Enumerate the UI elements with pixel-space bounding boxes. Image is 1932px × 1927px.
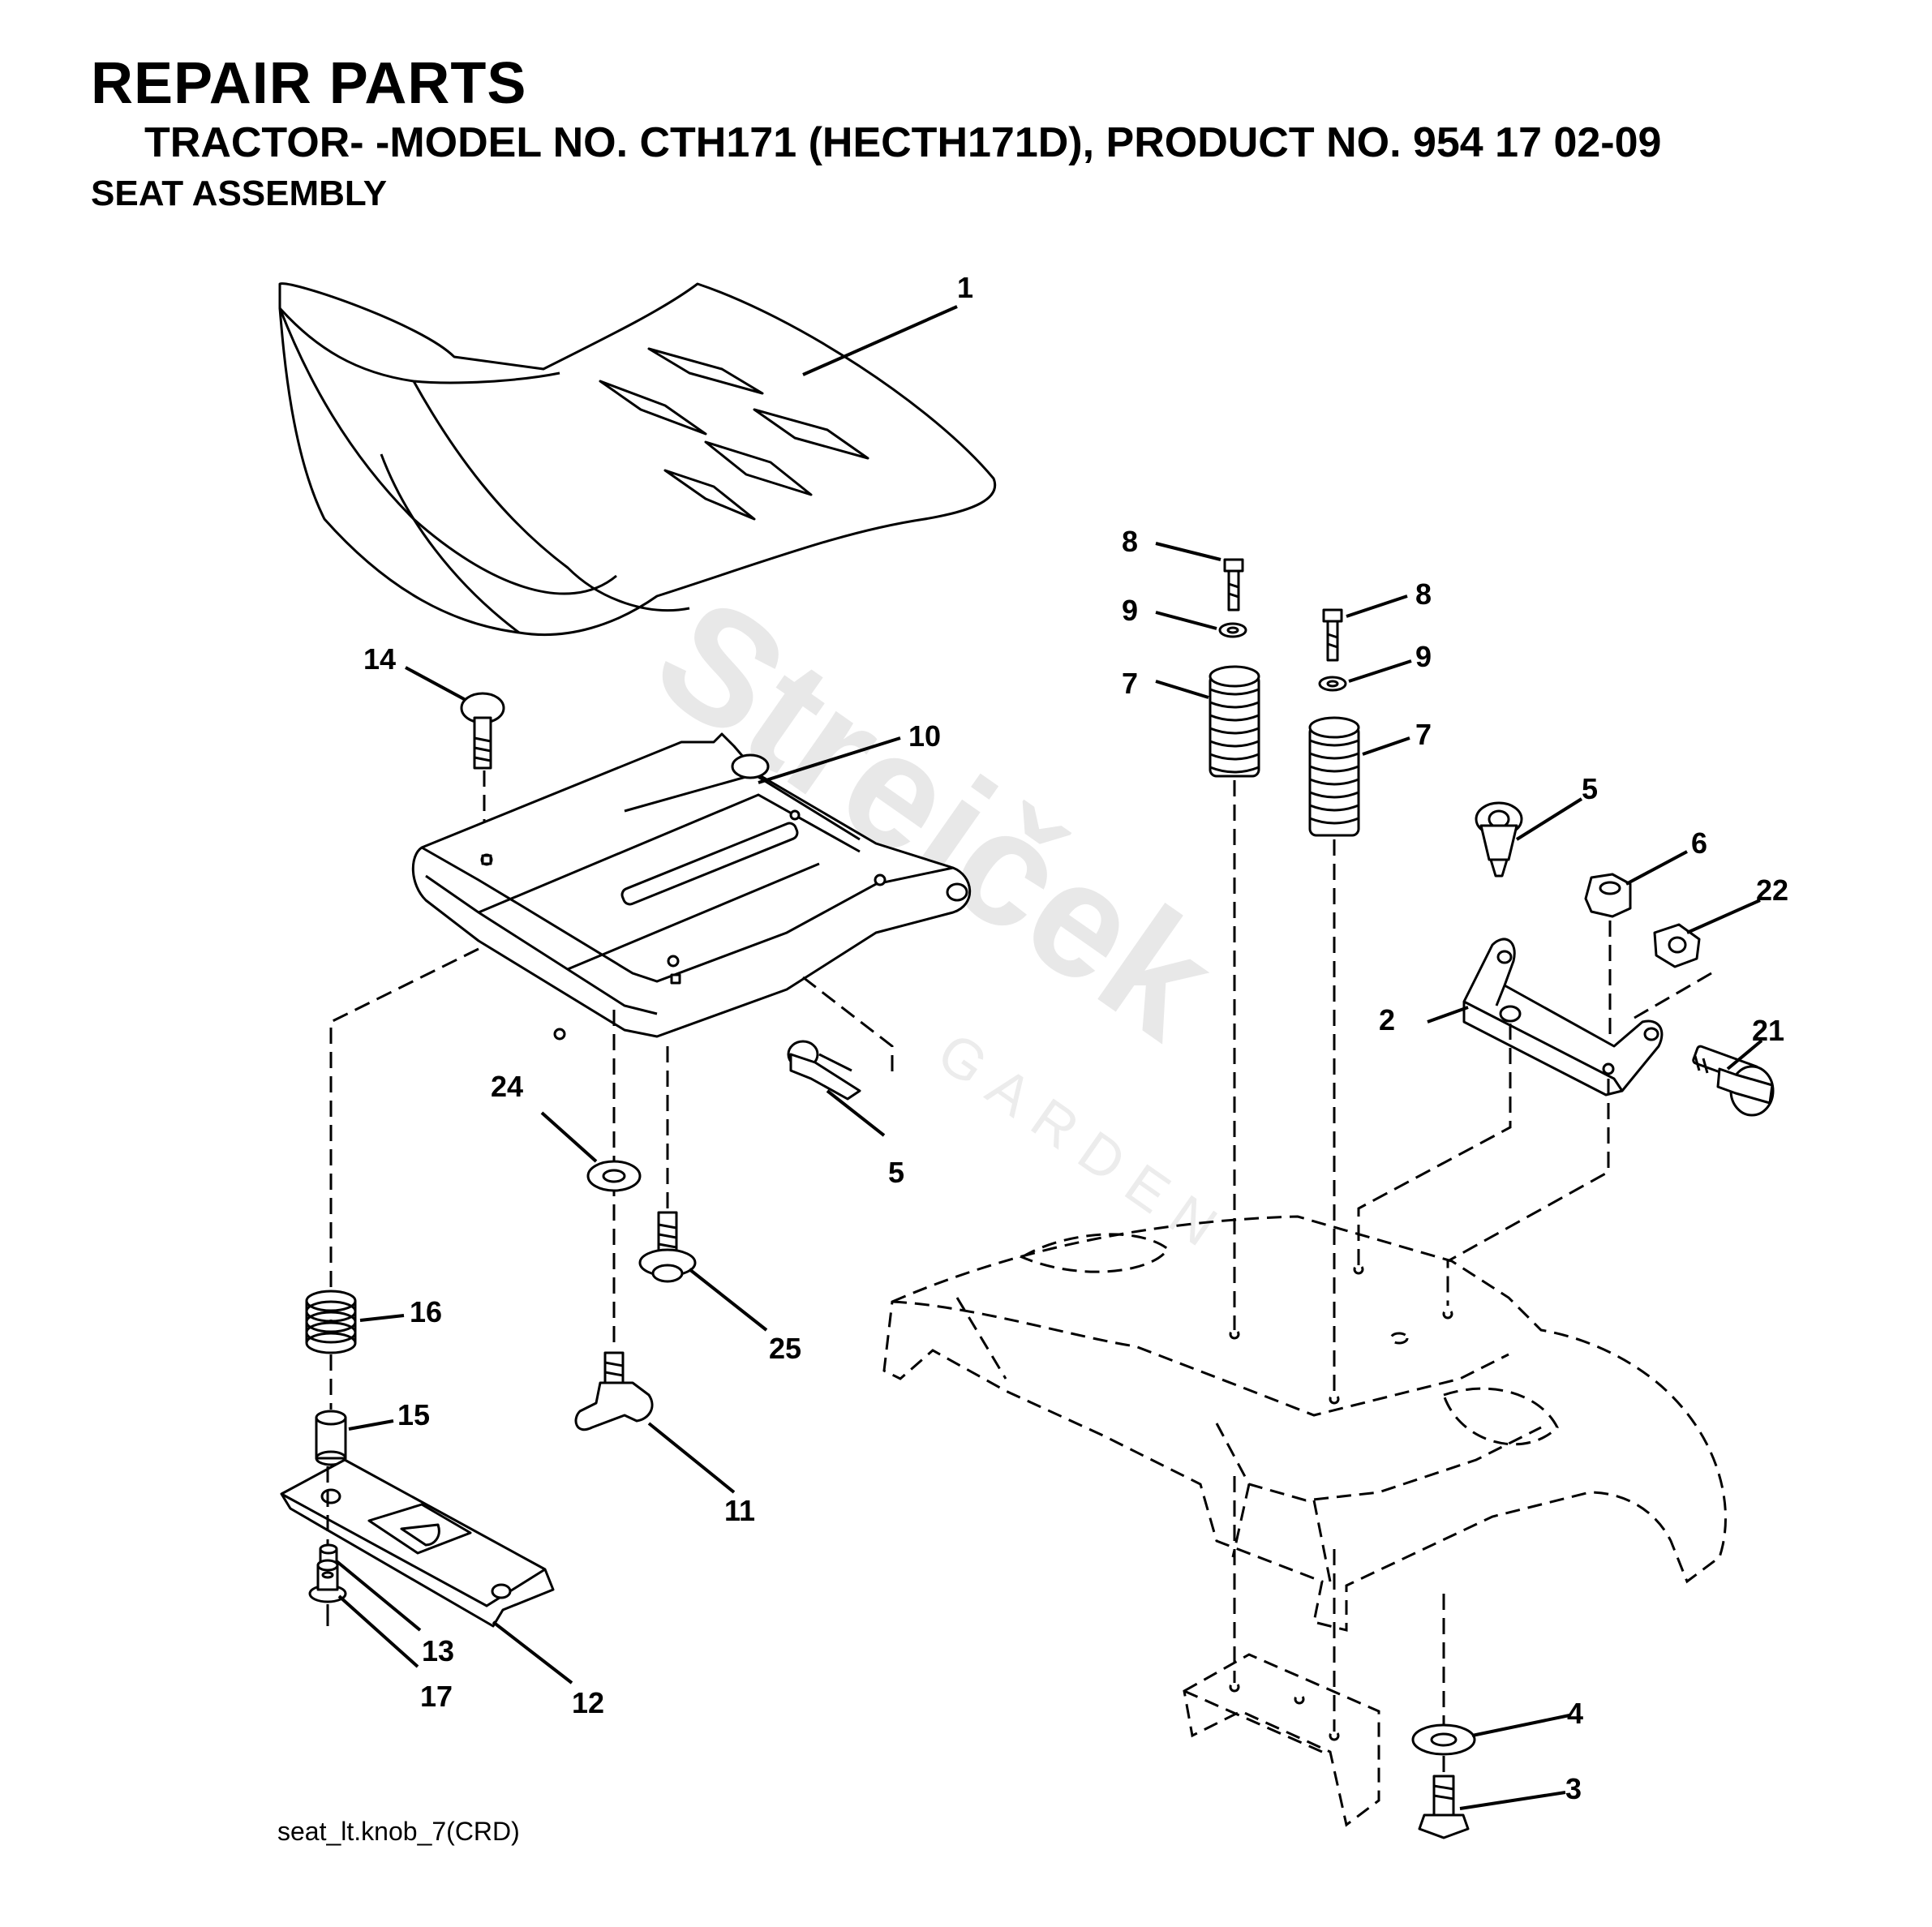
part-washer-24 (586, 1160, 642, 1192)
leader-14 (405, 666, 466, 702)
part-seat-pan (411, 732, 972, 1041)
part-bolt-8-left (1223, 558, 1244, 612)
callout-5a: 5 (888, 1156, 904, 1189)
callout-8b: 8 (1415, 577, 1432, 611)
callout-24: 24 (491, 1070, 523, 1103)
callout-4: 4 (1567, 1697, 1583, 1730)
leader-3 (1459, 1791, 1566, 1810)
part-clip-right (1475, 801, 1523, 878)
leader-11 (647, 1422, 736, 1494)
callout-14: 14 (363, 642, 396, 676)
callout-12: 12 (572, 1686, 604, 1719)
part-seat (278, 282, 997, 636)
drawing-reference: seat_lt.knob_7(CRD) (277, 1817, 520, 1846)
callout-22: 22 (1756, 873, 1788, 907)
part-carriage-bolt (460, 692, 505, 770)
callout-11: 11 (724, 1494, 755, 1527)
callout-13: 13 (422, 1634, 454, 1667)
model-subtitle: TRACTOR- -MODEL NO. CTH171 (HECTH171D), … (144, 119, 1662, 166)
part-bracket-2 (1462, 938, 1664, 1097)
part-washer-4 (1411, 1723, 1476, 1756)
part-knob (574, 1351, 654, 1431)
part-hex-nut-6 (1584, 873, 1632, 918)
part-washer-9-left (1218, 622, 1247, 638)
callout-7b: 7 (1415, 718, 1432, 751)
callout-21: 21 (1752, 1014, 1784, 1047)
leader-5b (1515, 797, 1583, 841)
callout-17: 17 (420, 1680, 453, 1713)
callout-25: 25 (769, 1332, 801, 1365)
part-shoulder-bolt-21 (1692, 1045, 1775, 1117)
leader-9b (1348, 659, 1412, 683)
leader-13 (335, 1560, 422, 1632)
leader-2 (1427, 1006, 1469, 1024)
part-spring-7-right (1308, 716, 1360, 837)
dashline-spring (329, 947, 479, 1322)
page-title: REPAIR PARTS (91, 51, 527, 116)
callout-1: 1 (957, 271, 973, 304)
callout-3: 3 (1565, 1772, 1582, 1805)
leader-15 (348, 1419, 394, 1431)
leader-7a (1155, 680, 1209, 699)
leader-8b (1346, 594, 1408, 618)
leader-1 (802, 305, 958, 376)
leader-17 (337, 1594, 419, 1668)
callout-10: 10 (908, 719, 941, 753)
part-bolt-3 (1418, 1775, 1470, 1839)
leader-16 (359, 1314, 405, 1322)
dashline-2a (1357, 1024, 1512, 1265)
part-bolt-8-right (1322, 608, 1343, 662)
callout-9a: 9 (1122, 594, 1138, 627)
dashline-clip (802, 976, 894, 1079)
part-clip-left (787, 1040, 861, 1101)
leader-8a (1155, 542, 1221, 561)
callout-15: 15 (397, 1398, 430, 1431)
part-spacer-15 (315, 1410, 347, 1466)
callout-2: 2 (1379, 1003, 1395, 1036)
leader-10 (758, 736, 901, 784)
part-washer-9-right (1318, 676, 1347, 692)
callout-5b: 5 (1582, 772, 1598, 805)
leader-9a (1155, 611, 1217, 630)
leader-4 (1471, 1714, 1570, 1737)
watermark-sub: GARDEN (926, 1020, 1241, 1268)
dashline-2b (1446, 1079, 1610, 1306)
leader-25 (688, 1268, 768, 1332)
leader-5a (826, 1089, 886, 1137)
callout-8a: 8 (1122, 525, 1138, 558)
leader-24 (540, 1111, 598, 1163)
callout-6: 6 (1691, 826, 1707, 860)
leader-22 (1686, 899, 1761, 934)
part-nut-22 (1653, 923, 1701, 968)
callout-7a: 7 (1122, 667, 1138, 700)
leader-12 (492, 1620, 573, 1685)
section-title: SEAT ASSEMBLY (91, 174, 388, 213)
leader-6 (1625, 850, 1688, 886)
part-spring-16 (305, 1290, 357, 1354)
callout-16: 16 (410, 1295, 442, 1328)
callout-9b: 9 (1415, 640, 1432, 673)
part-seat-bracket (280, 1458, 555, 1628)
dashline-22 (1634, 972, 1712, 1019)
part-spring-7-left (1209, 665, 1260, 778)
leader-7b (1362, 736, 1410, 756)
part-shoulder-bolt (638, 1211, 697, 1283)
part-flangenut-17 (308, 1559, 347, 1603)
tractor-frame-reference (882, 1215, 1727, 1827)
leader-21 (1726, 1039, 1763, 1071)
